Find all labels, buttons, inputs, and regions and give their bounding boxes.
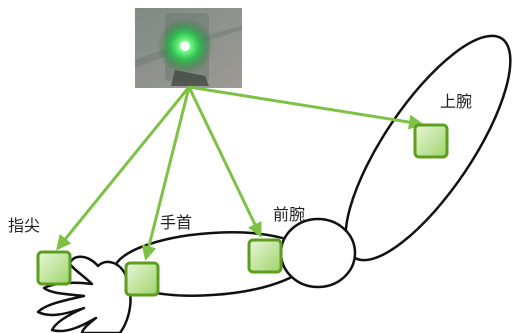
elbow-joint-outline [279,217,357,289]
led-photo [135,8,242,88]
green-led-light-photo-icon [135,8,242,88]
arrow-to-wrist [141,86,191,261]
arrow-to-forearm [187,86,262,238]
fingertip-marker [36,250,72,286]
arrows [56,85,424,261]
markers [36,123,449,297]
arrow-to-fingertip [56,86,191,251]
label-wrist: 手首 [160,213,193,232]
label-fingertip: 指尖 [8,216,41,235]
label-upper-arm: 上腕 [440,92,473,111]
label-forearm: 前腕 [273,205,306,224]
forearm-marker [247,238,283,274]
arrow-to-upper-arm [188,85,424,130]
upper-arm-marker [413,123,449,159]
wrist-marker [124,261,160,297]
